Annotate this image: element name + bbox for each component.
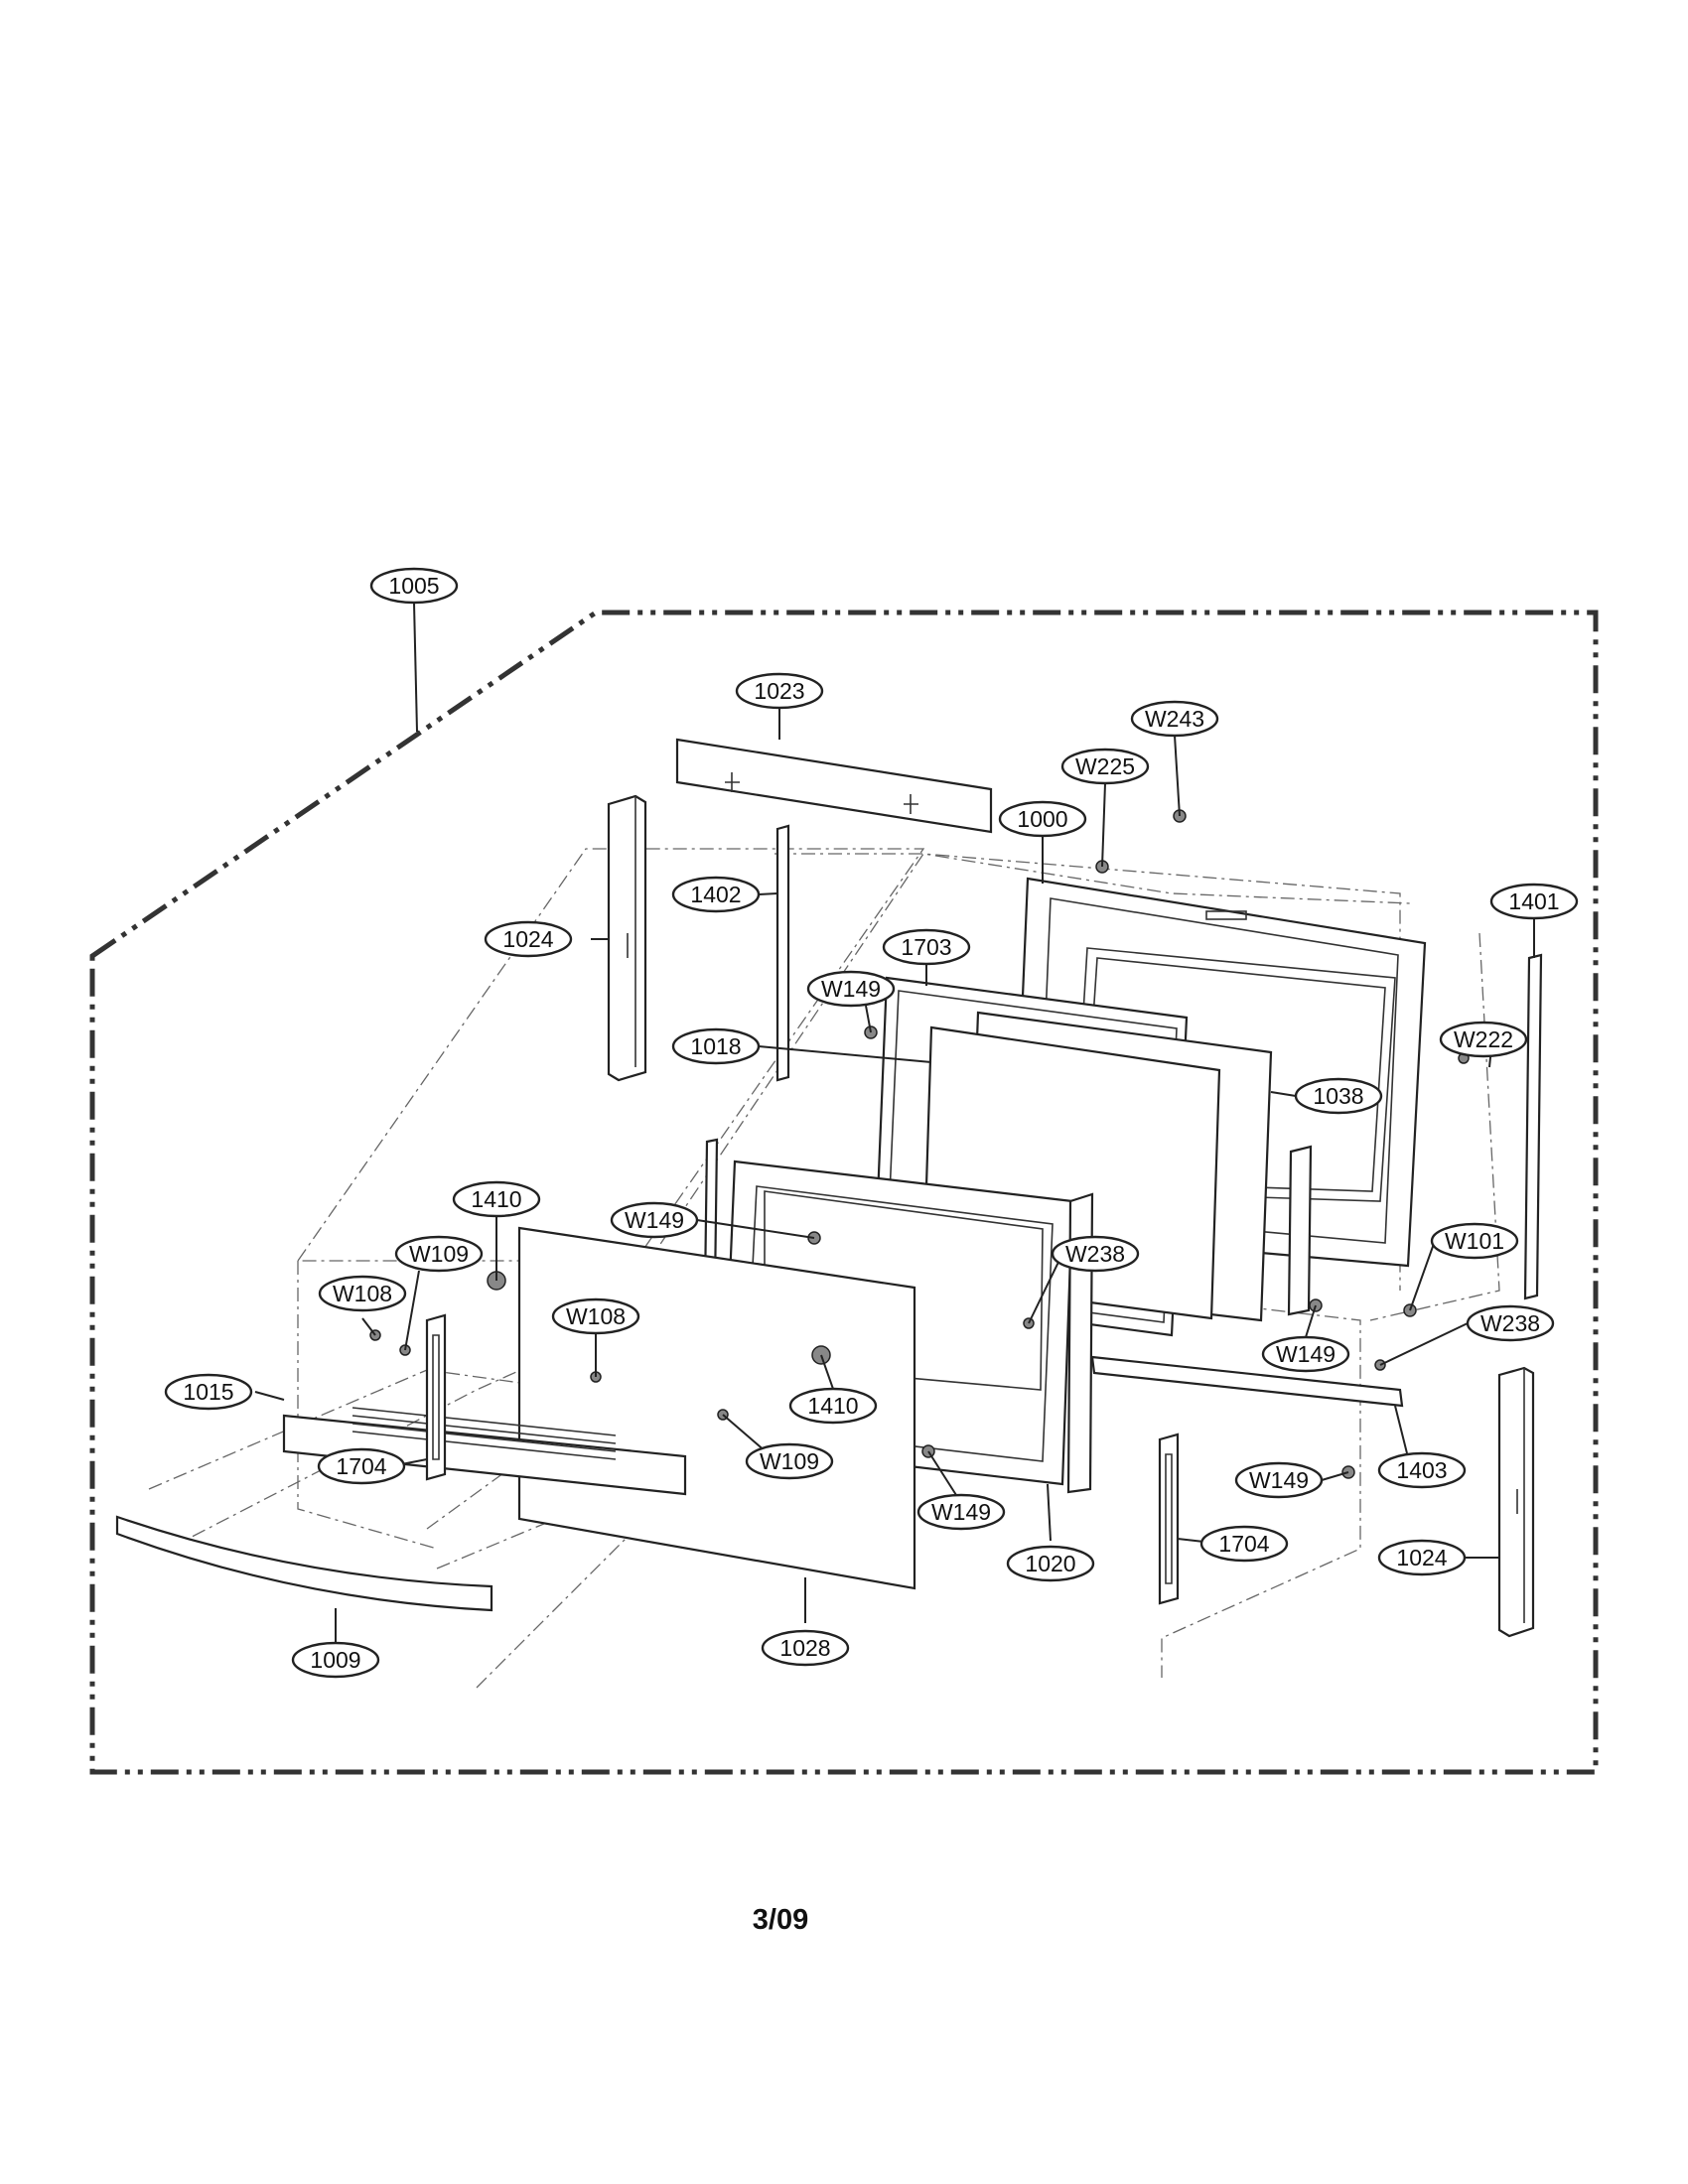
label-1024-left: 1024 [502,926,553,952]
label-1015: 1015 [183,1379,233,1405]
label-1410-center: 1410 [807,1393,858,1419]
callout-1020: 1020 [1006,1545,1095,1582]
label-w109-left: W109 [409,1241,469,1267]
leader-lines [254,602,1535,1643]
callout-w149-mid: W149 [610,1201,699,1239]
part-1009-door-handle [115,1515,493,1612]
callout-1005: 1005 [369,567,459,605]
callout-w101: W101 [1430,1222,1519,1260]
label-w238-center: W238 [1065,1241,1125,1267]
label-w108-center: W108 [566,1303,626,1329]
label-1005: 1005 [388,573,439,599]
label-1703: 1703 [901,934,951,960]
label-1410-left: 1410 [471,1186,521,1212]
callout-1015: 1015 [164,1373,253,1411]
callout-1024-right: 1024 [1377,1539,1467,1576]
callout-w149-lower-right: W149 [1234,1461,1324,1499]
callout-1704-left: 1704 [317,1447,406,1485]
callout-1402: 1402 [671,876,761,913]
label-w149-mid: W149 [625,1207,684,1233]
label-w108-left: W108 [333,1281,392,1306]
label-1038: 1038 [1313,1083,1363,1109]
callout-w149-bottom: W149 [916,1493,1006,1531]
callout-w225: W225 [1060,748,1150,785]
label-w109-center: W109 [760,1448,819,1474]
callout-w109-left: W109 [394,1235,484,1273]
part-1024-right-strip [1497,1366,1535,1638]
label-1000: 1000 [1017,806,1067,832]
callout-w109-center: W109 [745,1442,834,1480]
label-1401: 1401 [1508,888,1559,914]
callout-1403: 1403 [1377,1451,1467,1489]
callout-1703: 1703 [882,928,971,966]
label-w149-upper: W149 [821,976,881,1002]
label-w225: W225 [1075,753,1135,779]
label-1704-right: 1704 [1218,1531,1269,1557]
callout-w238-right: W238 [1466,1304,1555,1342]
label-1402: 1402 [690,882,741,907]
callout-1018: 1018 [671,1027,761,1065]
callout-1704-right: 1704 [1199,1525,1289,1563]
part-1023-top-trim [675,738,993,834]
part-1704-right-hinge [1158,1433,1180,1605]
callout-w222: W222 [1439,1021,1528,1058]
label-w149-bottom: W149 [931,1499,991,1525]
callout-1038: 1038 [1294,1077,1383,1115]
label-1028: 1028 [779,1635,830,1661]
callout-w149-upper: W149 [806,970,896,1008]
callout-1000: 1000 [998,800,1087,838]
label-w238-right: W238 [1480,1310,1540,1336]
callout-1009: 1009 [291,1641,380,1679]
label-1024-right: 1024 [1396,1545,1447,1570]
callout-1028: 1028 [761,1629,850,1667]
label-1020: 1020 [1025,1551,1075,1576]
assembly-boundary [89,610,1599,1775]
label-w101: W101 [1445,1228,1504,1254]
callout-1024-left: 1024 [484,920,573,958]
callout-w149-right: W149 [1261,1335,1350,1373]
page-label: 3/09 [752,1904,809,1936]
part-1402-left-rail [775,824,790,1082]
label-1018: 1018 [690,1033,741,1059]
part-1401-right-rail [1523,953,1543,1300]
callout-1410-left: 1410 [452,1180,541,1218]
part-side-hinge-bracket-right [1287,1145,1313,1316]
label-w222: W222 [1454,1026,1513,1052]
callout-1023: 1023 [735,672,824,710]
label-1403: 1403 [1396,1457,1447,1483]
part-1704-left-hinge [425,1313,447,1481]
callout-w238-center: W238 [1051,1235,1140,1273]
label-1023: 1023 [754,678,804,704]
part-1024-left-strip [607,794,647,1082]
part-1015-vent-trim [282,1407,687,1496]
part-1403-bottom-rail [1090,1355,1404,1408]
label-w243: W243 [1145,706,1204,732]
label-w149-right: W149 [1276,1341,1336,1367]
label-1009: 1009 [310,1647,360,1673]
callout-1401: 1401 [1489,883,1579,920]
callout-1410-center: 1410 [788,1387,878,1425]
callout-w108-left: W108 [318,1275,407,1312]
label-1704-left: 1704 [336,1453,386,1479]
label-w149-lower-right: W149 [1249,1467,1309,1493]
callout-w108-center: W108 [551,1297,640,1335]
callout-w243: W243 [1130,700,1219,738]
